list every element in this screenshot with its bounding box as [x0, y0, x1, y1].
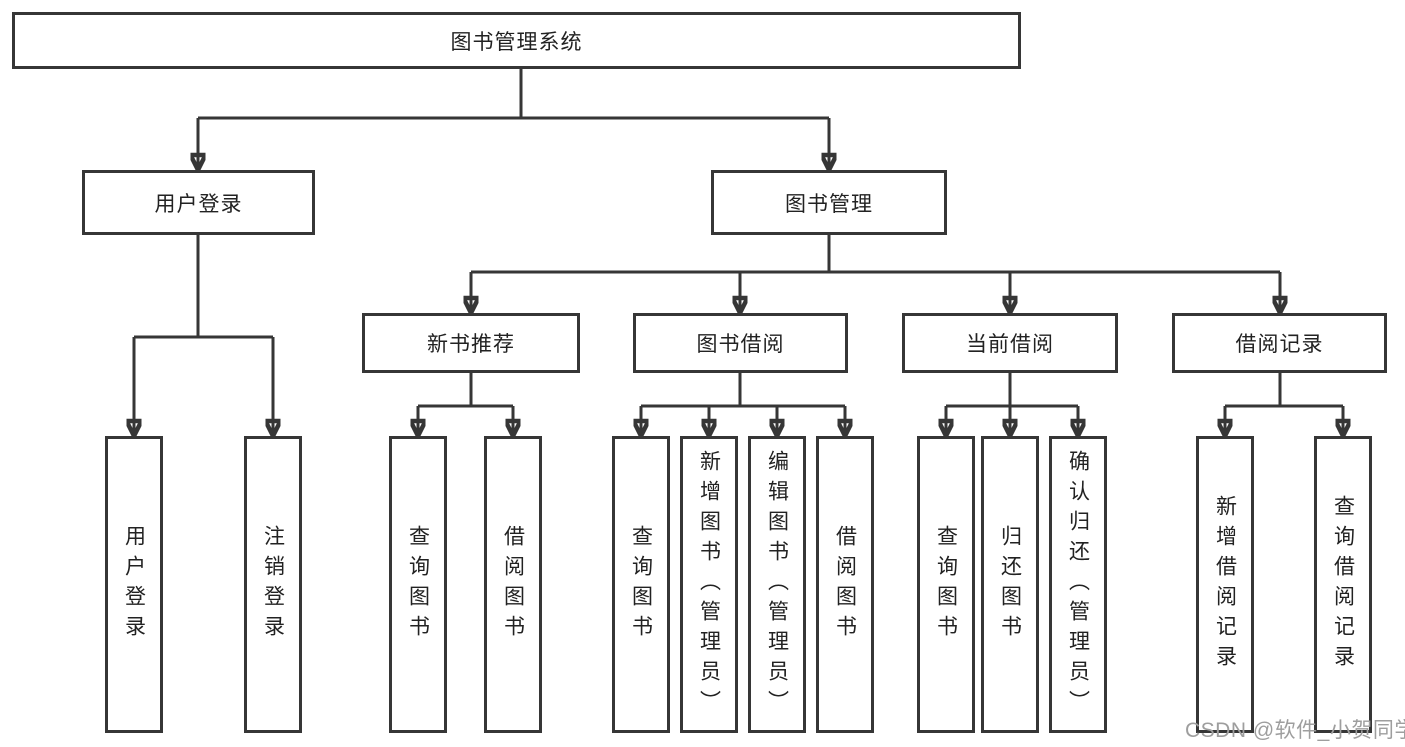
leaf-label: 查询借阅记录	[1331, 494, 1355, 675]
node-book-borrow: 图书借阅	[633, 313, 848, 373]
leaf-confirm-return-admin: 确认归还（管理员）	[1049, 436, 1107, 733]
leaf-label: 借阅图书	[833, 524, 857, 645]
leaf-edit-books-admin: 编辑图书（管理员）	[748, 436, 806, 733]
leaf-label: 用户登录	[122, 524, 146, 645]
leaf-label: 新增借阅记录	[1213, 494, 1237, 675]
leaf-borrow-books: 借阅图书	[816, 436, 874, 733]
node-borrow-records: 借阅记录	[1172, 313, 1387, 373]
leaf-logout: 注销登录	[244, 436, 302, 733]
csdn-watermark: CSDN @软件_小贺同学	[1185, 719, 1405, 742]
leaf-query-books-current: 查询图书	[917, 436, 975, 733]
node-user-login: 用户登录	[82, 170, 315, 235]
node-library-system-root: 图书管理系统	[12, 12, 1021, 69]
leaf-borrow-books-recommend: 借阅图书	[484, 436, 542, 733]
leaf-add-borrow-record: 新增借阅记录	[1196, 436, 1254, 733]
node-new-book-recommend: 新书推荐	[362, 313, 580, 373]
leaf-label: 借阅图书	[501, 524, 525, 645]
node-current-borrow: 当前借阅	[902, 313, 1118, 373]
leaf-query-borrow-record: 查询借阅记录	[1314, 436, 1372, 733]
leaf-return-books: 归还图书	[981, 436, 1039, 733]
leaf-label: 查询图书	[629, 524, 653, 645]
leaf-label: 新增图书（管理员）	[697, 449, 721, 720]
leaf-user-login: 用户登录	[105, 436, 163, 733]
leaf-label: 查询图书	[406, 524, 430, 645]
leaf-label: 编辑图书（管理员）	[765, 449, 789, 720]
leaf-label: 确认归还（管理员）	[1066, 449, 1090, 720]
leaf-query-books-recommend: 查询图书	[389, 436, 447, 733]
leaf-add-books-admin: 新增图书（管理员）	[680, 436, 738, 733]
node-book-management: 图书管理	[711, 170, 947, 235]
leaf-query-books-borrow: 查询图书	[612, 436, 670, 733]
leaf-label: 注销登录	[261, 524, 285, 645]
leaf-label: 查询图书	[934, 524, 958, 645]
leaf-label: 归还图书	[998, 524, 1022, 645]
